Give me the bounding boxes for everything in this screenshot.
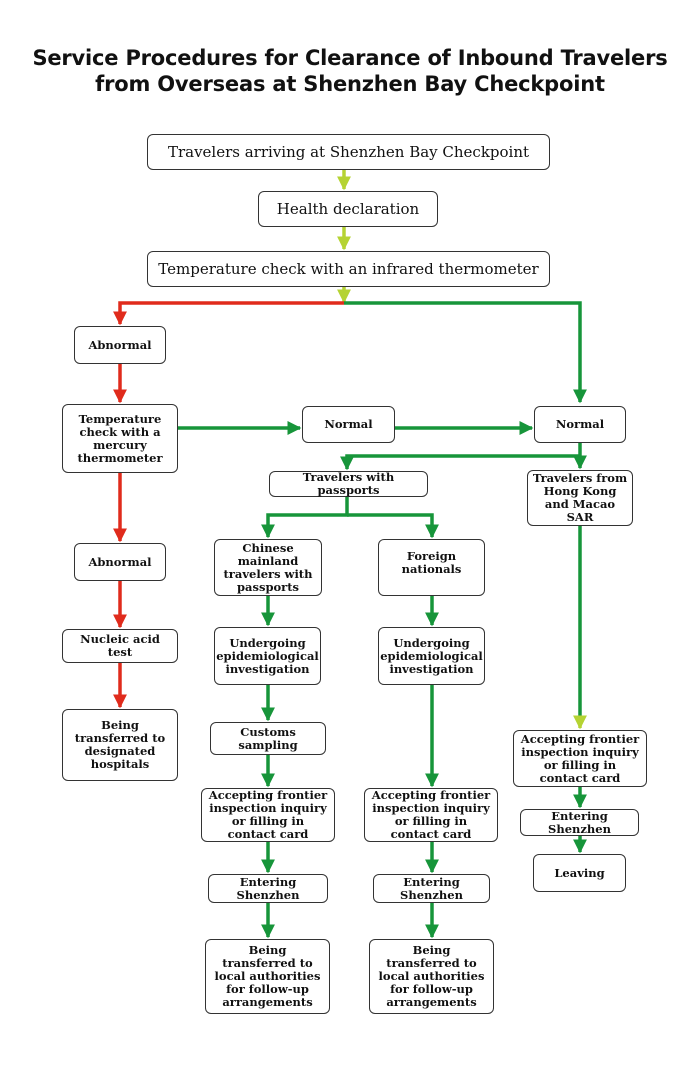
- node-frontier-inquiry-2: Accepting frontier inspection inquiry or…: [364, 788, 498, 842]
- title-line-1: Service Procedures for Clearance of Inbo…: [32, 46, 668, 70]
- arrow-passports-to-foreign: [347, 513, 439, 539]
- node-entering-shenzhen-2: Entering Shenzhen: [373, 874, 490, 903]
- node-abnormal-2: Abnormal: [74, 543, 166, 581]
- arrow-normal-to-passports: [340, 443, 582, 471]
- node-frontier-inquiry-1: Accepting frontier inspection inquiry or…: [201, 788, 335, 842]
- arrow-passports-split: [261, 497, 349, 539]
- arrow-to-normal-right: [344, 301, 587, 404]
- node-local-authorities-1: Being transferred to local authorities f…: [205, 939, 330, 1014]
- node-epi-investigation-2: Undergoing epidemiological investigation: [378, 627, 485, 685]
- node-mercury-check: Temperature check with a mercury thermom…: [62, 404, 178, 473]
- node-normal-right: Normal: [534, 406, 626, 443]
- node-normal-mid: Normal: [302, 406, 395, 443]
- node-entering-shenzhen-1: Entering Shenzhen: [208, 874, 328, 903]
- title-line-2: from Overseas at Shenzhen Bay Checkpoint: [95, 72, 605, 96]
- node-leaving: Leaving: [533, 854, 626, 892]
- node-epi-investigation-1: Undergoing epidemiological investigation: [214, 627, 321, 685]
- node-designated-hospitals: Being transferred to designated hospital…: [62, 709, 178, 781]
- node-hk-macao-travelers: Travelers from Hong Kong and Macao SAR: [527, 470, 633, 526]
- node-abnormal-1: Abnormal: [74, 326, 166, 364]
- arrow-to-abnormal-1: [113, 301, 344, 326]
- node-foreign-nationals: Foreign nationals: [378, 539, 485, 596]
- node-local-authorities-2: Being transferred to local authorities f…: [369, 939, 494, 1014]
- node-customs-sampling: Customs sampling: [210, 722, 326, 755]
- node-arrive: Travelers arriving at Shenzhen Bay Check…: [147, 134, 550, 170]
- node-infrared-check: Temperature check with an infrared therm…: [147, 251, 550, 287]
- node-entering-shenzhen-3: Entering Shenzhen: [520, 809, 639, 836]
- node-travelers-passports: Travelers with passports: [269, 471, 428, 497]
- node-mainland-travelers: Chinese mainland travelers with passport…: [214, 539, 322, 596]
- node-frontier-inquiry-3: Accepting frontier inspection inquiry or…: [513, 730, 647, 787]
- node-health-declaration: Health declaration: [258, 191, 438, 227]
- node-nucleic-test: Nucleic acid test: [62, 629, 178, 663]
